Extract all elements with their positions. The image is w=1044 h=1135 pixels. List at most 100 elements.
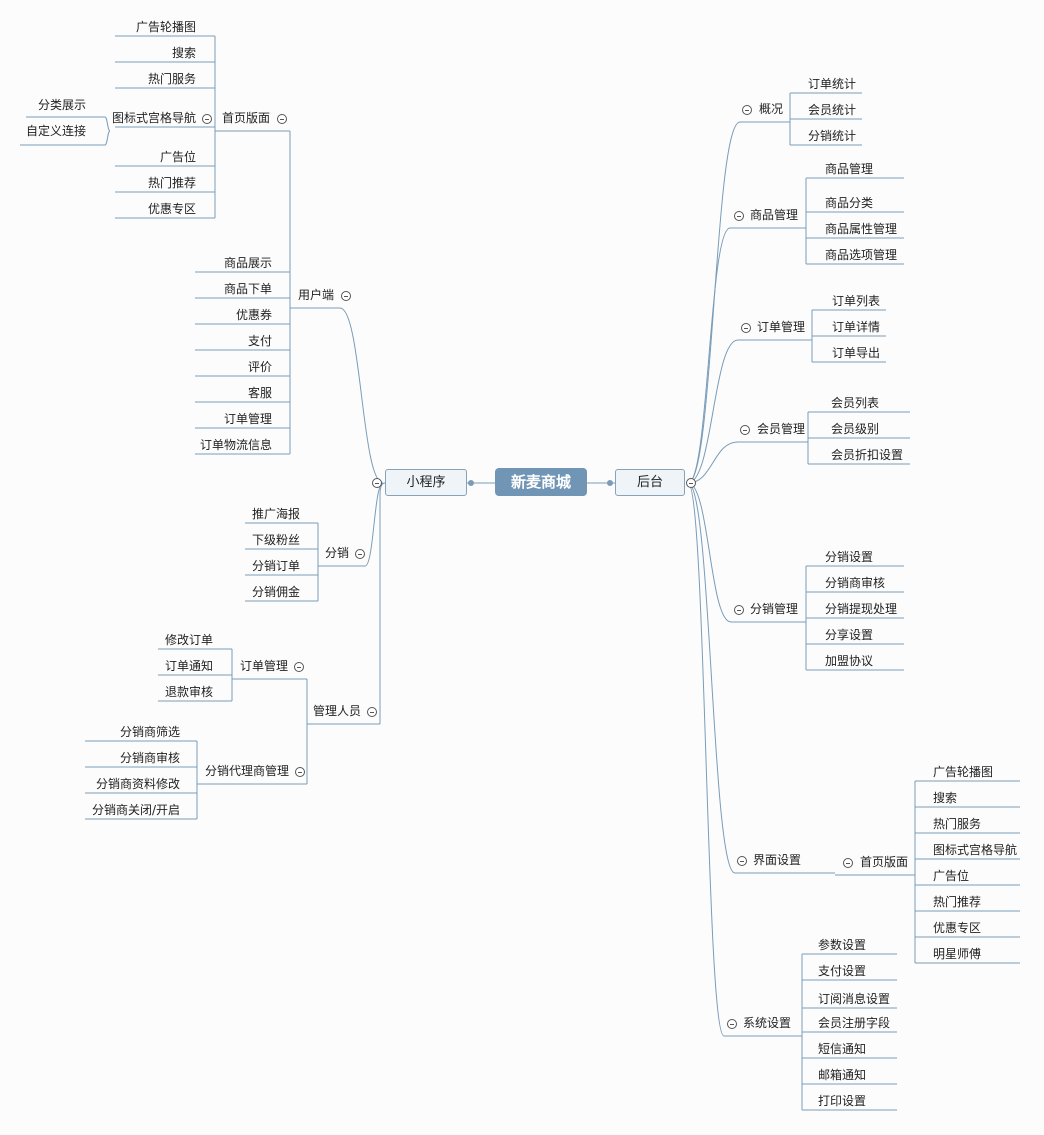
home-item-6: 优惠专区 — [147, 202, 196, 216]
connector — [687, 482, 725, 1037]
goods-label: 商品管理 — [750, 208, 799, 222]
goods-item-0: 商品管理 — [825, 162, 874, 176]
grid-child-0: 分类展示 — [37, 98, 86, 112]
mini-program-collapse[interactable] — [372, 478, 382, 488]
ui-home-item-7: 明星师傅 — [933, 947, 982, 961]
admin-orders-collapse[interactable] — [294, 662, 304, 672]
ui-home-item-2: 热门服务 — [933, 817, 982, 831]
dist-item-3: 分销佣金 — [251, 585, 300, 599]
sys-item-5: 邮箱通知 — [818, 1068, 867, 1082]
user-item-7: 订单物流信息 — [199, 438, 272, 452]
user-item-2: 优惠券 — [235, 308, 272, 322]
admin-collapse[interactable] — [367, 707, 377, 717]
overview-collapse[interactable] — [742, 105, 752, 115]
orders-item-0: 订单列表 — [832, 294, 881, 308]
backend-dist-collapse[interactable] — [734, 605, 744, 615]
sys-item-6: 打印设置 — [818, 1094, 867, 1108]
ui-home-label: 首页版面 — [860, 855, 909, 869]
admin-agents-label: 分销代理商管理 — [205, 764, 290, 778]
mini-program-node[interactable]: 小程序 — [385, 469, 467, 496]
backend-dist-item-0: 分销设置 — [825, 550, 874, 564]
admin-order-item-2: 退款审核 — [164, 685, 213, 699]
home-layout-label: 首页版面 — [222, 111, 271, 125]
goods-item-2: 商品属性管理 — [825, 222, 898, 236]
backend-dist-item-2: 分销提现处理 — [825, 602, 898, 616]
home-item-2: 热门服务 — [147, 72, 196, 86]
ui-home-item-4: 广告位 — [933, 869, 970, 883]
user-item-0: 商品展示 — [223, 256, 272, 270]
members-item-2: 会员折扣设置 — [831, 448, 904, 462]
admin-order-item-1: 订单通知 — [164, 659, 213, 673]
sys-item-0: 参数设置 — [818, 938, 867, 952]
connector — [687, 482, 736, 874]
overview-item-0: 订单统计 — [808, 77, 857, 91]
connector — [687, 441, 739, 484]
backend-dist-item-1: 分销商审核 — [825, 576, 886, 590]
home-item-1: 搜索 — [171, 46, 196, 60]
members-label: 会员管理 — [757, 422, 806, 436]
sys-item-2: 订阅消息设置 — [818, 992, 891, 1006]
ui-home-collapse[interactable] — [843, 858, 853, 868]
connector — [339, 307, 384, 484]
dist-item-2: 分销订单 — [251, 559, 300, 573]
dist-item-0: 推广海报 — [251, 507, 300, 521]
connector — [687, 482, 732, 623]
dist-collapse[interactable] — [355, 549, 365, 559]
orders-item-1: 订单详情 — [832, 320, 881, 334]
ui-settings-label: 界面设置 — [753, 853, 802, 867]
agent-item-3: 分销商关闭/开启 — [91, 803, 180, 817]
ui-settings-collapse[interactable] — [737, 856, 747, 866]
dist-item-1: 下级粉丝 — [251, 533, 300, 547]
orders-collapse[interactable] — [741, 323, 751, 333]
connector — [104, 130, 111, 146]
home-layout-collapse[interactable] — [277, 114, 287, 124]
sys-settings-label: 系统设置 — [743, 1016, 792, 1030]
admin-order-item-0: 修改订单 — [164, 633, 213, 647]
ui-home-item-1: 搜索 — [933, 791, 958, 805]
backend-dist-item-4: 加盟协议 — [825, 654, 874, 668]
backend-collapse[interactable] — [686, 478, 696, 488]
root-node[interactable]: 新麦商城 — [495, 468, 587, 496]
sys-item-1: 支付设置 — [818, 964, 867, 978]
grid-nav-collapse[interactable] — [202, 114, 212, 124]
connector — [379, 482, 386, 724]
user-item-1: 商品下单 — [223, 282, 272, 296]
connector-dot — [607, 480, 613, 486]
ui-home-item-6: 优惠专区 — [933, 921, 982, 935]
overview-item-1: 会员统计 — [808, 103, 857, 117]
admin-orders-label: 订单管理 — [240, 659, 289, 673]
members-collapse[interactable] — [740, 425, 750, 435]
goods-collapse[interactable] — [734, 211, 744, 221]
home-item-3: 图标式宫格导航 — [111, 111, 196, 125]
members-item-1: 会员级别 — [831, 422, 880, 436]
ui-home-item-0: 广告轮播图 — [933, 765, 994, 779]
user-item-6: 订单管理 — [223, 412, 272, 426]
agent-item-1: 分销商审核 — [119, 751, 180, 765]
sys-settings-collapse[interactable] — [727, 1019, 737, 1029]
backend-dist-label: 分销管理 — [750, 602, 799, 616]
backend-dist-item-3: 分享设置 — [825, 628, 874, 642]
user-item-3: 支付 — [247, 334, 272, 348]
home-item-0: 广告轮播图 — [135, 20, 196, 34]
connector — [687, 227, 731, 484]
admin-label: 管理人员 — [313, 704, 362, 718]
user-side-label: 用户端 — [298, 288, 335, 302]
goods-item-1: 商品分类 — [825, 196, 874, 210]
user-item-4: 评价 — [247, 360, 272, 374]
sys-item-4: 短信通知 — [818, 1042, 867, 1056]
home-item-5: 热门推荐 — [147, 176, 196, 190]
overview-item-2: 分销统计 — [808, 129, 857, 143]
connector — [687, 339, 739, 484]
orders-item-2: 订单导出 — [832, 346, 881, 360]
agents-collapse[interactable] — [295, 767, 305, 777]
goods-item-3: 商品选项管理 — [825, 248, 898, 262]
orders-label: 订单管理 — [757, 320, 806, 334]
user-side-collapse[interactable] — [341, 291, 351, 301]
home-item-4: 广告位 — [159, 150, 196, 164]
agent-item-2: 分销商资料修改 — [95, 777, 180, 791]
agent-item-0: 分销商筛选 — [119, 725, 180, 739]
backend-node[interactable]: 后台 — [615, 469, 685, 496]
ui-home-item-3: 图标式宫格导航 — [933, 843, 1018, 857]
overview-label: 概况 — [759, 102, 784, 116]
